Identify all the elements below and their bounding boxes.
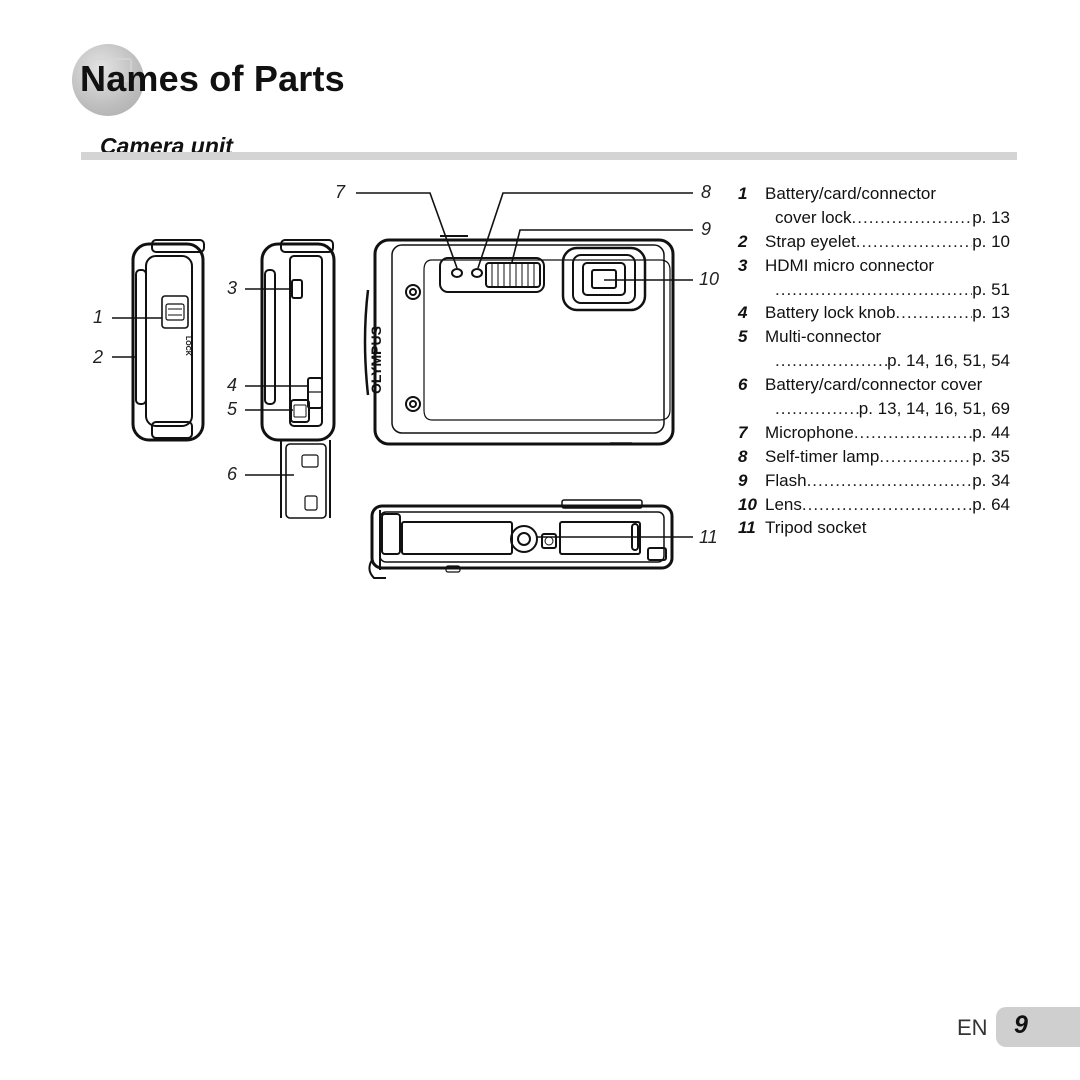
- title-badge-icon: [72, 44, 144, 116]
- list-item-continued: cover lock p. 13: [738, 206, 1010, 230]
- item-page: p. 13, 14, 16, 51, 69: [858, 399, 1010, 419]
- leader-dots: [879, 445, 972, 469]
- parts-list: 1 Battery/card/connector cover lock p. 1…: [738, 182, 1010, 540]
- list-item: 2 Strap eyelet p. 10: [738, 230, 1010, 254]
- item-number: 11: [738, 518, 756, 538]
- callout-7: 7: [335, 182, 346, 202]
- callout-5: 5: [227, 399, 238, 419]
- callout-10: 10: [699, 269, 720, 289]
- leader-dots: [895, 301, 972, 325]
- list-item: 7 Microphone p. 44: [738, 421, 1010, 445]
- side-view-left: [131, 239, 205, 442]
- callout-3: 3: [227, 278, 238, 298]
- list-item: 5 Multi-connector: [738, 325, 1010, 349]
- item-label: Battery/card/connector: [765, 184, 937, 203]
- item-page: p. 13: [972, 303, 1010, 323]
- item-label: Strap eyelet: [765, 231, 856, 251]
- leader-dots: [852, 206, 973, 230]
- item-number: 10: [738, 494, 757, 514]
- callout-4: 4: [227, 375, 238, 395]
- leader-dots: [802, 493, 972, 517]
- callout-6: 6: [227, 464, 238, 484]
- item-number: 3: [738, 255, 748, 275]
- section-divider: [81, 152, 1017, 160]
- item-number: 8: [738, 446, 748, 466]
- item-page: p. 51: [972, 279, 1010, 299]
- language-code: EN: [957, 1015, 988, 1040]
- page-number: 9: [1014, 1011, 1028, 1039]
- leader-dots: [856, 230, 972, 254]
- list-item: 8 Self-timer lamp p. 35: [738, 445, 1010, 469]
- list-item: 9 Flash p. 34: [738, 469, 1010, 493]
- list-item: 10 Lens p. 64: [738, 493, 1010, 517]
- callout-8: 8: [701, 182, 712, 202]
- item-label: Flash: [765, 470, 807, 490]
- item-label: Tripod socket: [765, 518, 867, 538]
- item-label-cont: cover lock: [775, 207, 852, 227]
- item-number: 2: [738, 231, 748, 251]
- item-page: p. 10: [972, 231, 1010, 251]
- front-view: [363, 235, 675, 446]
- camera-outline-icon: [88, 58, 132, 82]
- callout-1: 1: [93, 307, 104, 327]
- page-number-tab: [996, 1007, 1080, 1047]
- item-label: Multi-connector: [765, 327, 882, 347]
- item-page: p. 13: [972, 207, 1010, 227]
- item-page: p. 14, 16, 51, 54: [887, 351, 1010, 371]
- side-view-open: [260, 239, 336, 519]
- list-item: 3 HDMI micro connector: [738, 254, 1010, 278]
- list-item-continued: p. 14, 16, 51, 54: [738, 349, 1010, 373]
- item-label: Battery lock knob: [765, 303, 896, 323]
- item-page: p. 44: [972, 422, 1010, 442]
- list-item: 1 Battery/card/connector: [738, 182, 1010, 206]
- item-number: 7: [738, 422, 748, 442]
- leader-dots: [807, 469, 973, 493]
- list-item: 6 Battery/card/connector cover: [738, 373, 1010, 397]
- leader-dots: [775, 349, 887, 373]
- item-number: 5: [738, 327, 748, 347]
- bottom-view: [368, 499, 674, 579]
- callout-2: 2: [93, 347, 104, 367]
- leader-dots: [775, 397, 859, 421]
- list-item: 4 Battery lock knob p. 13: [738, 301, 1010, 325]
- item-label: HDMI micro connector: [765, 255, 935, 275]
- callout-9: 9: [701, 219, 712, 239]
- item-label: Battery/card/connector cover: [765, 375, 983, 395]
- callout-11: 11: [699, 527, 718, 547]
- page-title: Names of Parts: [80, 58, 345, 99]
- list-item: 11 Tripod socket: [738, 516, 1010, 540]
- leader-lines: [112, 192, 693, 538]
- item-page: p. 34: [972, 470, 1010, 490]
- lock-label: LOCK: [184, 336, 191, 356]
- item-page: p. 64: [972, 494, 1010, 514]
- item-number: 1: [738, 184, 748, 203]
- leader-dots: [854, 421, 972, 445]
- item-number: 9: [738, 470, 748, 490]
- item-label: Lens: [765, 494, 802, 514]
- item-number: 6: [738, 375, 748, 395]
- item-number: 4: [738, 303, 748, 323]
- brand-logo: OLYMPUS: [368, 326, 384, 394]
- list-item-continued: p. 51: [738, 278, 1010, 302]
- item-page: p. 35: [972, 446, 1010, 466]
- leader-dots: [775, 278, 972, 302]
- list-item-continued: p. 13, 14, 16, 51, 69: [738, 397, 1010, 421]
- item-label: Microphone: [765, 422, 854, 442]
- item-label: Self-timer lamp: [765, 446, 880, 466]
